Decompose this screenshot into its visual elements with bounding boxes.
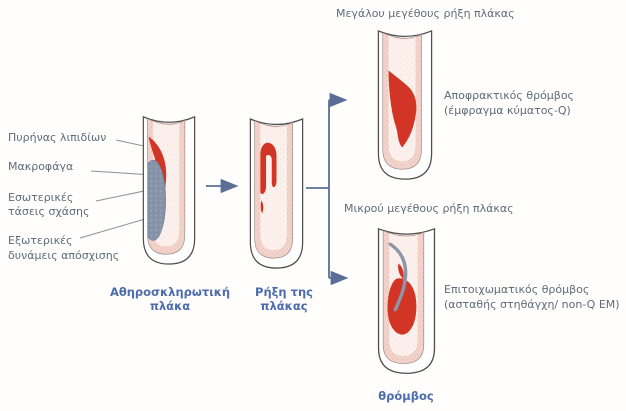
vessel-atherosclerotic-plaque: [142, 115, 196, 265]
occlusive-thrombus-shape: [388, 70, 417, 148]
leader-internal-stress: [95, 189, 150, 202]
leader-external-force: [79, 216, 153, 239]
occlusive-thrombus-label-line2: (έμφραγμα κύματος-Q): [444, 104, 571, 117]
plaque-rupture-caption: Ρήξη της πλάκας: [255, 285, 313, 313]
internal-stress-label-line1: Εσωτερικές: [8, 191, 74, 204]
mural-thrombus-label-line1: Επιτοιχωματικός θρόμβος: [444, 283, 590, 296]
external-force-label-line2: δυνάμεις απόσχισης: [8, 249, 120, 262]
flow-arrows: [206, 92, 349, 286]
vessel-occlusive-thrombus: [377, 29, 433, 180]
large-rupture-header: Μεγάλου μεγέθους ρήξη πλάκας: [336, 7, 515, 20]
internal-stress-label-line2: τάσεις σχάσης: [8, 205, 90, 218]
external-force-label-line1: Εξωτερικές: [8, 234, 73, 247]
thrombus-caption: θρόμβος: [378, 389, 434, 403]
vessel-mural-thrombus: [377, 227, 436, 374]
mural-thrombus-upper-shape: [398, 263, 404, 279]
lipid-core-label: Πυρήνας λιπιδίων: [8, 131, 107, 144]
intimal-flap-shape: [388, 242, 408, 312]
atherosclerotic-plaque-caption: Αθηροσκληρωτική πλάκα: [109, 285, 231, 313]
occlusive-thrombus-label-line1: Αποφρακτικός θρόμβος: [444, 89, 575, 102]
mural-thrombus-label-line2: (ασταθής στηθάγχη/ non-Q EM): [444, 298, 620, 311]
lipid-core-shape: [147, 159, 167, 241]
vessel-plaque-rupture: [249, 118, 304, 269]
small-rupture-header: Μικρού μεγέθους ρήξη πλάκας: [344, 202, 514, 215]
leader-macrophages: [90, 170, 154, 176]
macrophages-label: Μακροφάγα: [8, 160, 74, 173]
branch-bracket: [306, 100, 330, 278]
rupture-fragment-shape: [260, 200, 264, 214]
mural-thrombus-shape: [387, 278, 417, 335]
rupture-flap-shape: [260, 142, 277, 195]
